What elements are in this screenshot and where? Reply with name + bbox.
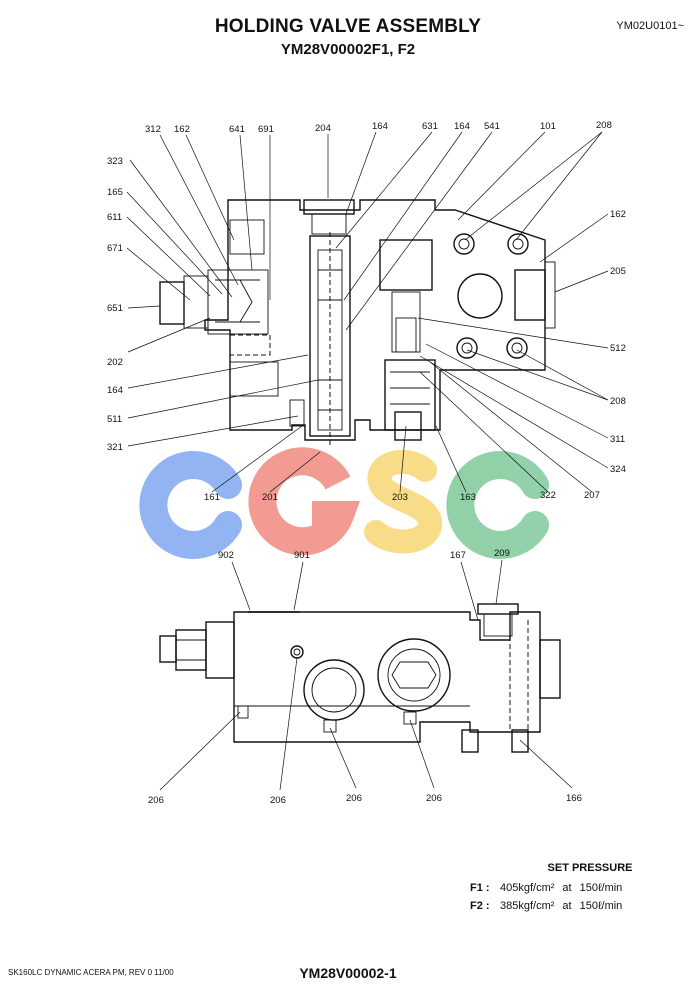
- label-203: 203: [392, 492, 408, 503]
- row-flow: 150ℓ/min: [579, 900, 623, 912]
- label-164-a: 164: [372, 121, 388, 132]
- external-view: [159, 603, 561, 753]
- label-631: 631: [422, 121, 438, 132]
- label-651: 651: [107, 303, 123, 314]
- upper-labels: 312 162 641 691 204 164 631 164 541 101 …: [107, 120, 626, 503]
- label-311: 311: [610, 434, 625, 445]
- label-206-a: 206: [148, 795, 164, 806]
- label-209: 209: [494, 548, 510, 559]
- watermark-letter-g: [248, 447, 361, 556]
- label-206-b: 206: [270, 795, 286, 806]
- lower-labels: 902 901 167 209 206 206 206 206 166: [148, 548, 582, 806]
- label-164-b: 164: [454, 121, 470, 132]
- label-641: 641: [229, 124, 245, 135]
- label-204: 204: [315, 123, 331, 134]
- ref-code: YM02U0101~: [616, 20, 684, 32]
- row-pressure: 385kgf/cm²: [500, 900, 555, 912]
- footer-model-rev: SK160LC DYNAMIC ACERA PM, REV 0 11/00: [8, 968, 174, 977]
- label-164-left: 164: [107, 385, 123, 396]
- set-pressure-row-f2: F2 : 385kgf/cm² at 150ℓ/min: [470, 900, 680, 912]
- page-title: HOLDING VALVE ASSEMBLY: [214, 16, 482, 37]
- label-312: 312: [145, 124, 161, 135]
- label-321: 321: [107, 442, 123, 453]
- label-202: 202: [107, 357, 123, 368]
- label-206-c: 206: [346, 793, 362, 804]
- row-id: F1 :: [470, 882, 490, 894]
- label-324: 324: [610, 464, 626, 475]
- row-id: F2 :: [470, 900, 490, 912]
- label-205: 205: [610, 266, 626, 277]
- page-subtitle: YM28V00002F1, F2: [280, 41, 416, 58]
- row-at: at: [562, 900, 572, 912]
- label-541: 541: [484, 121, 500, 132]
- lower-leader-lines: [159, 559, 573, 791]
- label-208-top: 208: [596, 120, 612, 131]
- set-pressure-table: SET PRESSURE F1 : 405kgf/cm² at 150ℓ/min…: [470, 862, 680, 918]
- label-611: 611: [107, 212, 122, 223]
- label-167: 167: [450, 550, 466, 561]
- label-201: 201: [262, 492, 278, 503]
- footer-drawing-number: YM28V00002-1: [299, 965, 397, 981]
- label-323: 323: [107, 156, 123, 167]
- label-206-d: 206: [426, 793, 442, 804]
- watermark-letter-s: [364, 450, 442, 554]
- label-901: 901: [294, 550, 310, 561]
- label-162-right: 162: [610, 209, 626, 220]
- set-pressure-title: SET PRESSURE: [547, 862, 633, 874]
- label-162-top: 162: [174, 124, 190, 135]
- section-view: [159, 199, 556, 445]
- upper-leader-lines: [126, 131, 609, 493]
- label-208-right: 208: [610, 396, 626, 407]
- label-671: 671: [107, 243, 123, 254]
- label-161: 161: [204, 492, 220, 503]
- label-165: 165: [107, 187, 123, 198]
- label-163: 163: [460, 492, 476, 503]
- row-at: at: [562, 882, 572, 894]
- label-902: 902: [218, 550, 234, 561]
- label-101: 101: [540, 121, 556, 132]
- set-pressure-row-f1: F1 : 405kgf/cm² at 150ℓ/min: [470, 882, 680, 894]
- label-512: 512: [610, 343, 626, 354]
- watermark: [139, 447, 549, 559]
- row-pressure: 405kgf/cm²: [500, 882, 555, 894]
- row-flow: 150ℓ/min: [579, 882, 623, 894]
- watermark-letter-c2: [446, 451, 549, 559]
- label-691: 691: [258, 124, 274, 135]
- label-511: 511: [107, 414, 122, 425]
- watermark-letter-c1: [139, 451, 242, 559]
- label-207: 207: [584, 490, 600, 501]
- label-322: 322: [540, 490, 556, 501]
- label-166: 166: [566, 793, 582, 804]
